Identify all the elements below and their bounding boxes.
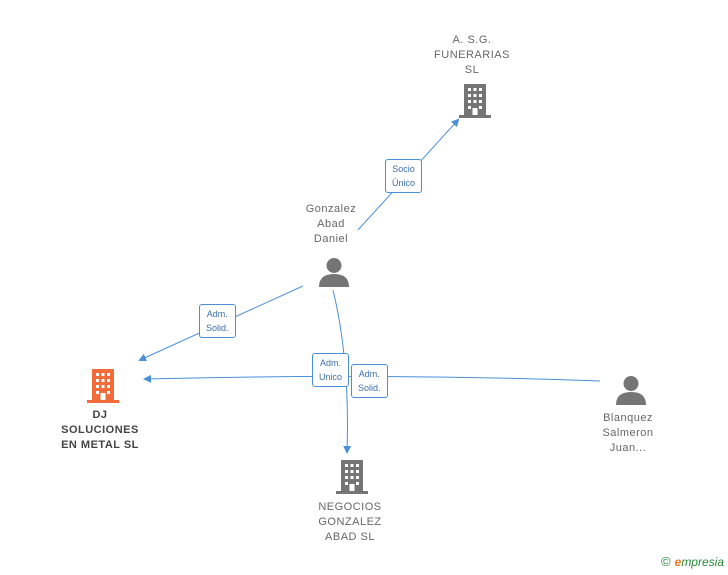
- edge-label-adm-solid: Adm. Solid.: [199, 304, 236, 338]
- node-label-dj[interactable]: DJ SOLUCIONES EN METAL SL: [61, 409, 139, 451]
- person-icon[interactable]: [615, 375, 647, 405]
- node-label-blanquez[interactable]: Blanquez Salmeron Juan...: [602, 412, 654, 454]
- brand-initial: e: [674, 555, 682, 569]
- edge-label-adm-solid: Adm. Solid.: [351, 364, 388, 398]
- building-icon[interactable]: [459, 84, 491, 118]
- brand-name: mpresia: [681, 555, 724, 569]
- node-label-negocios[interactable]: NEGOCIOS GONZALEZ ABAD SL: [318, 501, 382, 543]
- edge-label-socio-unico: Socio Único: [385, 159, 423, 193]
- copyright-icon: ©: [661, 554, 671, 569]
- building-icon[interactable]: [336, 460, 368, 494]
- node-label-gonzalez[interactable]: Gonzalez Abad Daniel: [305, 203, 357, 245]
- person-icon[interactable]: [318, 257, 350, 287]
- building-icon[interactable]: [87, 369, 119, 403]
- brand-footer: ©empresia: [661, 554, 724, 569]
- node-label-asg[interactable]: A. S.G. FUNERARIAS SL: [434, 34, 510, 76]
- edge-label-adm-unico: Adm. Unico: [312, 353, 350, 387]
